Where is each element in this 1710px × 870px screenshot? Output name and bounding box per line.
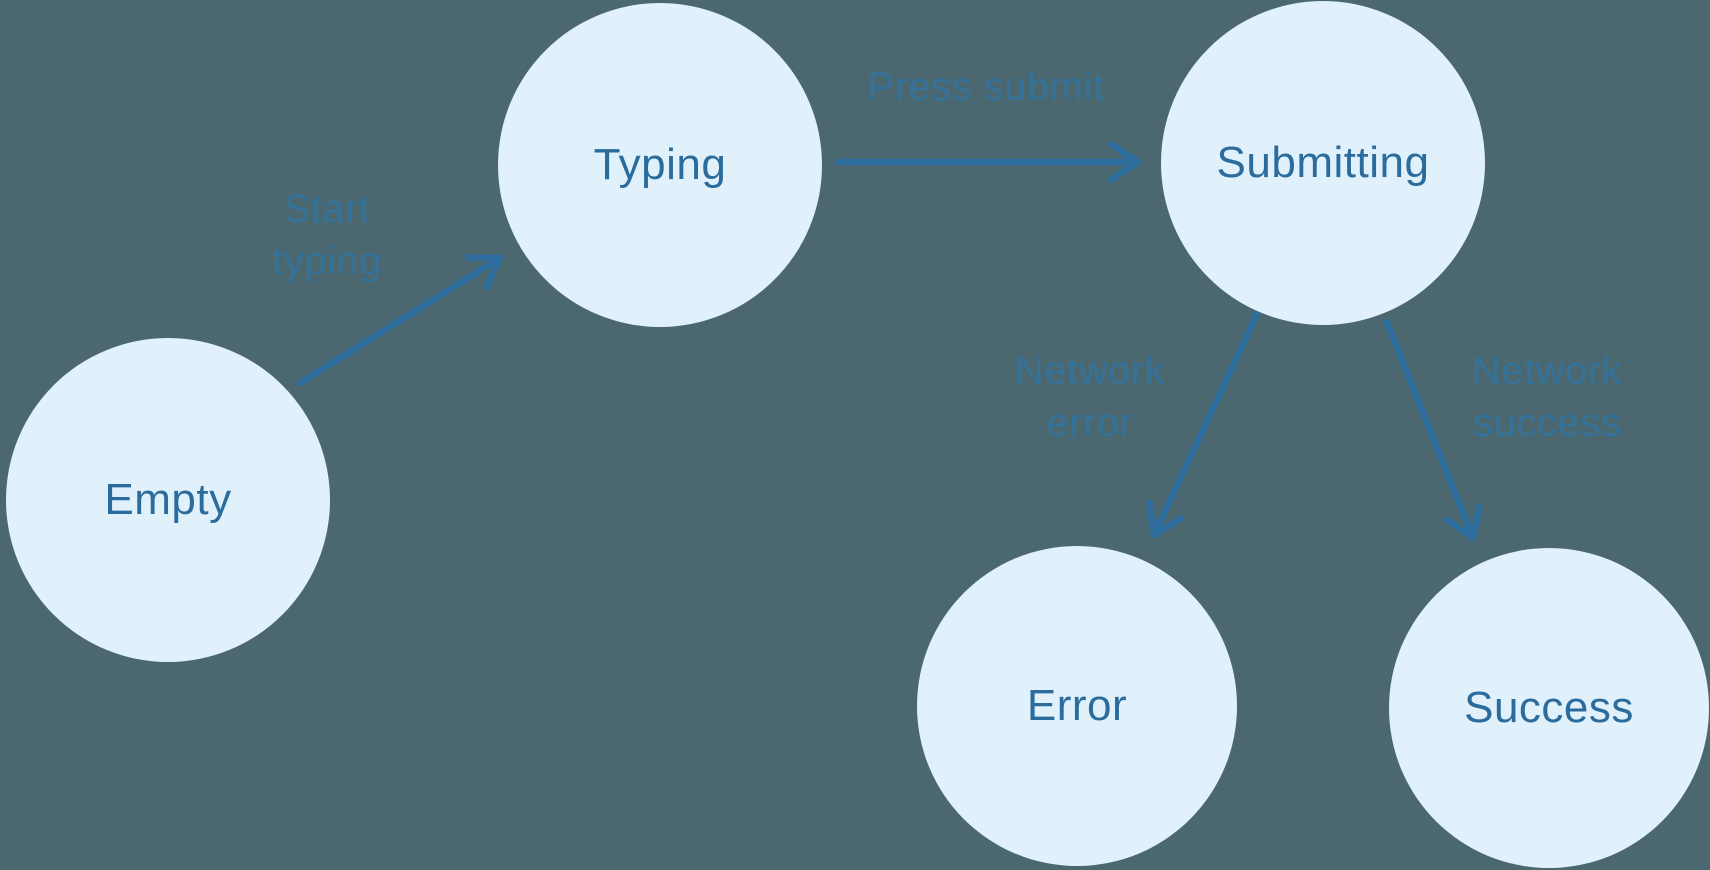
edge-arrow-submitting-to-success[interactable] (1383, 318, 1477, 542)
node-submitting-label: Submitting (1216, 138, 1430, 187)
node-success[interactable]: Success (1389, 548, 1709, 868)
edge-label-start-typing[interactable]: Start typing (272, 187, 382, 283)
node-success-label: Success (1464, 683, 1634, 732)
edge-label-press-submit[interactable]: Press submit (867, 65, 1105, 109)
edge-label-network-error[interactable]: Network error (1014, 349, 1166, 445)
edge-label-network-success[interactable]: Network success (1471, 349, 1623, 445)
arrowhead-icon (1443, 503, 1483, 542)
edge-arrow-submitting-to-error[interactable] (1150, 310, 1261, 539)
arrowhead-icon (464, 254, 504, 291)
node-empty-label: Empty (104, 475, 232, 524)
edge-arrow-empty-to-typing[interactable] (296, 254, 504, 387)
node-typing-label: Typing (593, 140, 727, 189)
node-typing[interactable]: Typing (498, 3, 822, 327)
node-error[interactable]: Error (917, 546, 1237, 866)
arrowhead-icon (1107, 141, 1142, 183)
node-empty[interactable]: Empty (6, 338, 330, 662)
node-error-label: Error (1026, 681, 1128, 730)
arrowhead-icon (1146, 500, 1185, 539)
node-submitting[interactable]: Submitting (1161, 1, 1485, 325)
